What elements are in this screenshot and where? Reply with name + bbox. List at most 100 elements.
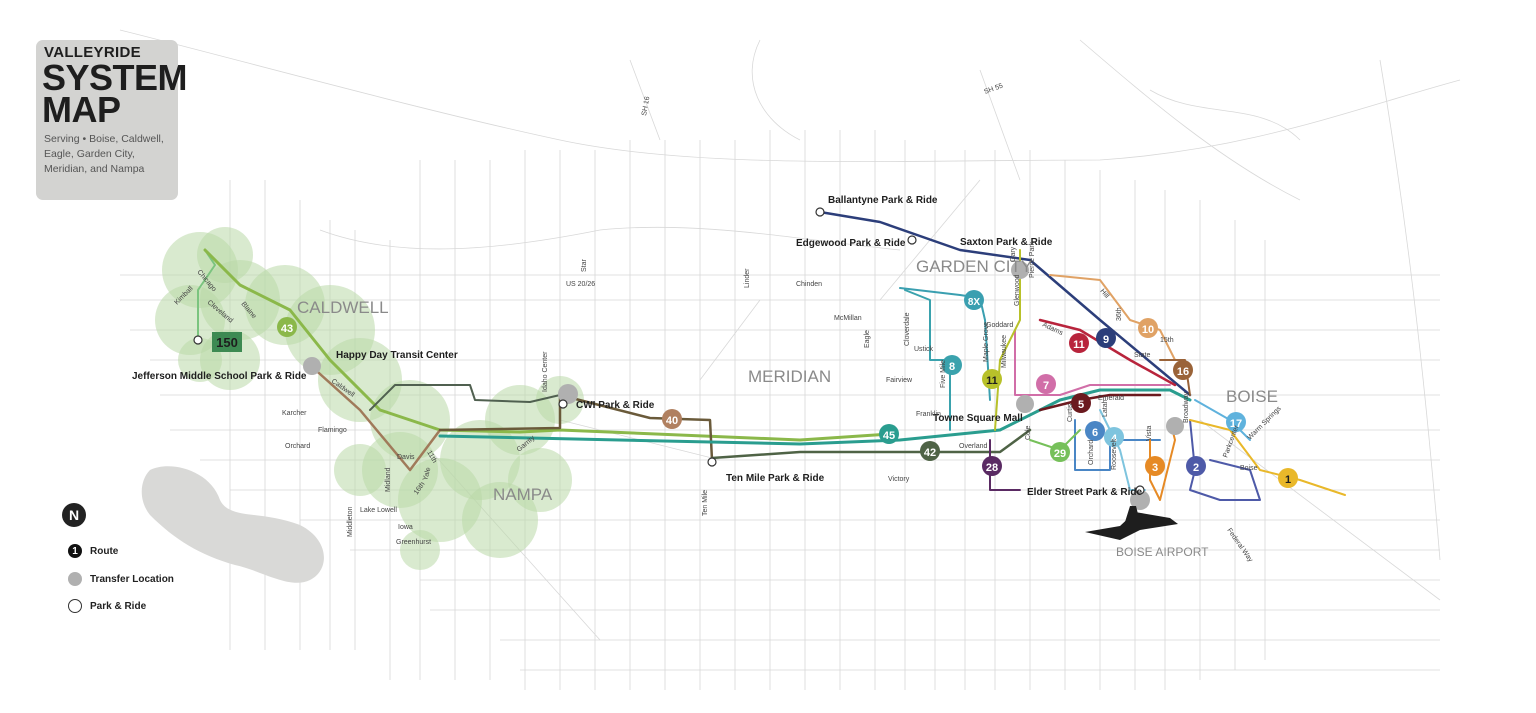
city-label-airport: BOISE AIRPORT [1116, 545, 1209, 559]
route-badge-4: 4 [1104, 427, 1124, 447]
svg-text:28: 28 [986, 462, 998, 474]
svg-text:1: 1 [1285, 474, 1291, 486]
transfer-location [1130, 490, 1150, 510]
svg-text:17: 17 [1230, 418, 1242, 430]
map-title: SYSTEM MAP [42, 57, 188, 130]
route-43-line [203, 248, 892, 442]
svg-text:45: 45 [883, 430, 895, 442]
nampa-caldwell-service-area [155, 227, 584, 570]
svg-text:Federal Way: Federal Way [1225, 527, 1254, 564]
svg-text:Yale: Yale [422, 467, 432, 482]
city-label-meridian: MERIDIAN [748, 367, 831, 386]
route-badge-11: 11 [1069, 333, 1089, 353]
route-badge-16: 16 [1173, 360, 1193, 380]
svg-text:36th: 36th [1116, 307, 1123, 321]
svg-text:Middleton: Middleton [347, 507, 354, 537]
route-8-line [904, 289, 951, 431]
transfer-location-icon [68, 572, 82, 586]
svg-text:Latah: Latah [1102, 399, 1109, 417]
svg-text:Linder: Linder [744, 268, 751, 288]
city-label-nampa: NAMPA [493, 485, 553, 504]
park-ride-edgewood [907, 235, 917, 245]
city-label-boise: BOISE [1226, 387, 1278, 406]
route-badge-29: 29 [1050, 442, 1070, 462]
route-badge-8: 8 [942, 355, 962, 375]
svg-text:29: 29 [1054, 448, 1066, 460]
svg-text:Star: Star [581, 258, 588, 272]
route-6-line [1074, 419, 1161, 471]
svg-text:Orchard: Orchard [285, 443, 310, 450]
legend-transfer: Transfer Location [68, 569, 174, 589]
legend-route: 1 Route [68, 541, 118, 561]
route-4-line [1099, 409, 1146, 491]
park-ride-jefferson [193, 335, 203, 345]
svg-text:43: 43 [281, 323, 293, 335]
route-badge-45: 45 [879, 424, 899, 444]
svg-text:Orchard: Orchard [1088, 440, 1095, 465]
svg-text:Boise: Boise [1240, 465, 1258, 472]
route-badges: 150 43 40 45 42 8X 8 11 7 11 9 10 16 5 6… [212, 290, 1298, 488]
svg-text:Milwaukee: Milwaukee [1001, 335, 1008, 368]
svg-text:2: 2 [1193, 462, 1199, 474]
svg-text:SH 55: SH 55 [983, 83, 1004, 96]
transfer-location [1166, 417, 1184, 435]
park-ride-elder [1135, 485, 1145, 495]
svg-text:Maple Grove: Maple Grove [983, 322, 990, 362]
svg-text:Gary: Gary [1010, 246, 1017, 262]
route-badge-10: 10 [1138, 318, 1158, 338]
label-ten-mile: Ten Mile Park & Ride [726, 473, 825, 484]
svg-text:Chinden: Chinden [796, 281, 822, 288]
route-7-line [1014, 329, 1171, 396]
label-jefferson: Jefferson Middle School Park & Ride [132, 371, 307, 382]
route-badge-43: 43 [277, 317, 297, 337]
route-badge-6: 6 [1085, 421, 1105, 441]
svg-text:Emerald: Emerald [1098, 395, 1124, 402]
svg-text:Victory: Victory [888, 476, 910, 483]
park-ride-icon [68, 599, 82, 613]
route-badge-1: 1 [1278, 468, 1298, 488]
route-caldwell-line [308, 363, 442, 472]
svg-text:40: 40 [666, 415, 678, 427]
park-ride-ballantyne [815, 207, 825, 217]
svg-text:11: 11 [1073, 339, 1085, 351]
svg-text:42: 42 [924, 447, 936, 459]
svg-text:Overland: Overland [959, 443, 988, 450]
svg-text:5: 5 [1078, 399, 1084, 411]
route-badge-8x: 8X [964, 290, 984, 310]
label-cwi: CWI Park & Ride [576, 400, 655, 411]
route-12-line [994, 249, 1021, 431]
route-grey-line [369, 384, 561, 411]
label-ballantyne: Ballantyne Park & Ride [828, 195, 938, 206]
route-badge-40: 40 [662, 409, 682, 429]
transfer-location [303, 357, 321, 375]
svg-text:Fairview: Fairview [886, 377, 913, 384]
route-45-line [438, 388, 1192, 446]
svg-text:11: 11 [986, 375, 998, 387]
svg-text:Greenhurst: Greenhurst [396, 539, 431, 546]
svg-text:Eagle: Eagle [864, 330, 871, 348]
svg-text:Five Mile: Five Mile [940, 360, 947, 388]
route-badge-28: 28 [982, 456, 1002, 476]
park-ride-ten-mile [707, 457, 717, 467]
route-badge-9: 9 [1096, 328, 1116, 348]
svg-text:Curtis: Curtis [1067, 403, 1074, 422]
route-5-line [1038, 393, 1162, 412]
svg-text:SH 16: SH 16 [641, 96, 651, 116]
route-10-line [1049, 274, 1176, 361]
svg-text:15th: 15th [1160, 337, 1174, 344]
svg-text:US 20/26: US 20/26 [566, 281, 595, 288]
svg-text:Hill: Hill [1098, 288, 1110, 300]
svg-text:Flamingo: Flamingo [318, 427, 347, 434]
svg-text:Lake Lowell: Lake Lowell [360, 507, 397, 514]
svg-text:8X: 8X [968, 297, 981, 308]
svg-text:Karcher: Karcher [282, 410, 307, 417]
svg-text:Broadway: Broadway [1183, 391, 1190, 423]
route-9-line [818, 210, 1192, 397]
label-saxton: Saxton Park & Ride [960, 237, 1053, 248]
airport-icon [1085, 506, 1178, 540]
city-label-caldwell: CALDWELL [297, 298, 389, 317]
route-16-line [1159, 359, 1191, 396]
label-towne-square: Towne Square Mall [933, 413, 1023, 424]
label-edgewood: Edgewood Park & Ride [796, 238, 906, 249]
